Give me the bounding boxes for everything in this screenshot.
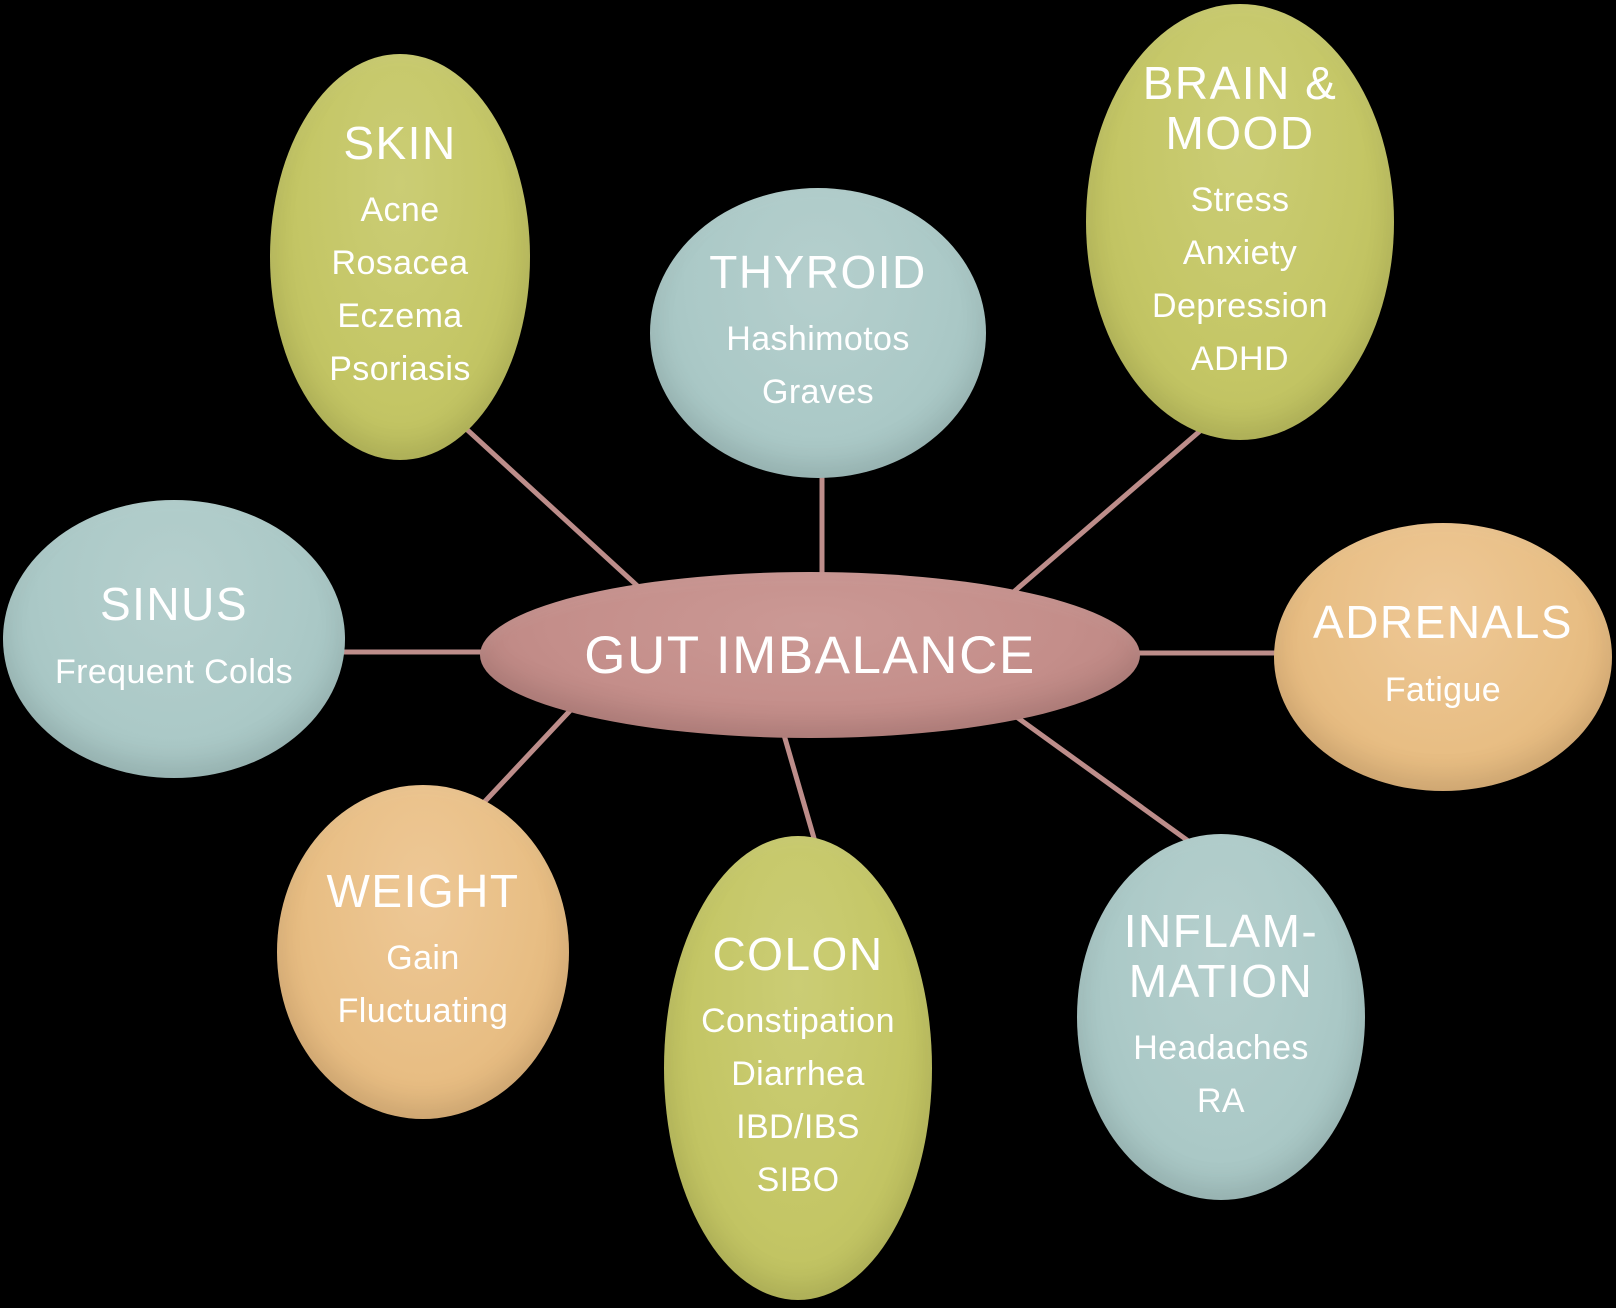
connector-weight-line <box>473 698 582 814</box>
node-colon: COLON Constipation Diarrhea IBD/IBS SIBO <box>664 836 932 1300</box>
node-title-line: MATION <box>1128 955 1314 1007</box>
node-item-list: Hashimotos Graves <box>726 313 910 419</box>
node-item: Frequent Colds <box>54 652 294 691</box>
node-item: Hashimotos <box>726 320 910 359</box>
node-inflammation: INFLAM- MATION Headaches RA <box>1077 834 1365 1200</box>
node-title-line: INFLAM- <box>1123 904 1319 957</box>
node-item-list: Stress Anxiety Depression ADHD <box>1152 174 1328 386</box>
node-weight: WEIGHT Gain Fluctuating <box>277 785 569 1119</box>
node-item: Constipation <box>701 1002 895 1041</box>
node-item-list: Fatigue <box>1385 664 1501 717</box>
node-title: INFLAM- MATION <box>1124 906 1319 1006</box>
node-item: Headaches <box>1133 1029 1309 1068</box>
node-item-list: Frequent Colds <box>55 646 293 699</box>
node-item: IBD/IBS <box>736 1108 860 1147</box>
node-item: Fluctuating <box>337 992 509 1031</box>
node-title: WEIGHT <box>326 864 520 917</box>
connector-colon-line <box>779 727 821 853</box>
node-thyroid: THYROID Hashimotos Graves <box>650 188 986 478</box>
center-node-label: GUT IMBALANCE <box>584 625 1036 685</box>
node-title-line: MOOD <box>1165 107 1315 159</box>
node-item-list: Acne Rosacea Eczema Psoriasis <box>329 184 471 396</box>
node-item-list: Gain Fluctuating <box>338 932 509 1038</box>
node-item: ADHD <box>1191 340 1289 379</box>
node-title: BRAIN & MOOD <box>1143 58 1338 158</box>
connector-inflammation-line <box>998 702 1200 851</box>
node-item: Diarrhea <box>731 1055 865 1094</box>
node-item: Graves <box>761 373 874 412</box>
node-title: SKIN <box>343 116 457 169</box>
node-title-line: BRAIN & <box>1142 56 1338 109</box>
node-item-list: Headaches RA <box>1133 1022 1309 1128</box>
node-skin: SKIN Acne Rosacea Eczema Psoriasis <box>270 54 530 460</box>
node-item: Fatigue <box>1384 670 1502 709</box>
node-brain-mood: BRAIN & MOOD Stress Anxiety Depression A… <box>1086 4 1394 440</box>
node-item: Rosacea <box>331 244 469 283</box>
node-item: RA <box>1196 1082 1246 1121</box>
connector-brain-mood-line <box>993 416 1217 610</box>
node-item: Acne <box>360 191 440 230</box>
node-item: SIBO <box>756 1161 840 1200</box>
node-sinus: SINUS Frequent Colds <box>3 500 345 778</box>
node-title: ADRENALS <box>1313 596 1573 649</box>
node-title: THYROID <box>709 245 927 298</box>
node-item-list: Constipation Diarrhea IBD/IBS SIBO <box>701 995 895 1207</box>
node-title: COLON <box>712 927 884 980</box>
node-item: Psoriasis <box>329 350 471 389</box>
node-title: SINUS <box>99 578 249 631</box>
node-item: Eczema <box>337 297 463 336</box>
node-adrenals: ADRENALS Fatigue <box>1274 523 1612 791</box>
node-item: Anxiety <box>1182 234 1298 273</box>
node-item: Gain <box>386 939 460 978</box>
center-node-gut-imbalance: GUT IMBALANCE <box>480 572 1140 738</box>
node-item: Stress <box>1190 181 1290 220</box>
node-item: Depression <box>1152 287 1328 326</box>
